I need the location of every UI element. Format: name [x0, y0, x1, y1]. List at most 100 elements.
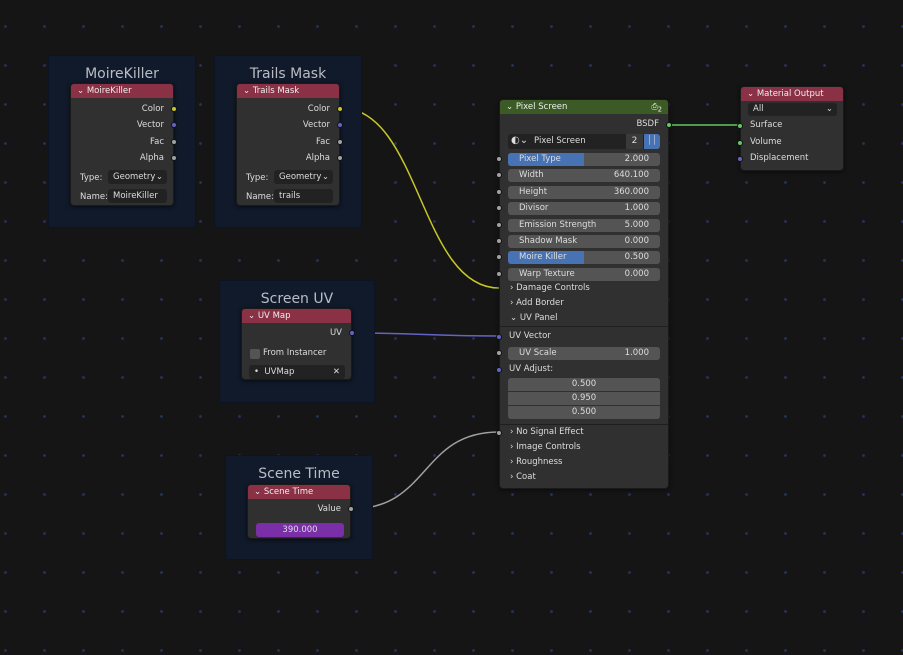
- input-socket[interactable]: [496, 254, 502, 261]
- socket-surface[interactable]: [737, 123, 743, 129]
- chevron-right-icon: ›: [510, 442, 514, 452]
- panel-uv-panel[interactable]: ⌄ UV Panel: [510, 313, 558, 323]
- socket-color[interactable]: [337, 106, 343, 112]
- user-count[interactable]: 2: [626, 134, 643, 149]
- input-socket[interactable]: [496, 270, 502, 277]
- socket-fac[interactable]: [337, 139, 343, 145]
- datablock-selector[interactable]: ◐⌄ Pixel Screen 2 ⏐⏐: [508, 134, 660, 149]
- name-input[interactable]: MoireKiller: [108, 189, 167, 203]
- name-input[interactable]: trails: [274, 189, 333, 203]
- panel-roughness[interactable]: › Roughness: [510, 457, 562, 467]
- node-pixel-screen[interactable]: ⌄ Pixel Screen⎙2 BSDF ◐⌄ Pixel Screen 2 …: [496, 99, 672, 489]
- uv-map-field[interactable]: • UVMap ✕: [249, 365, 345, 379]
- socket-uv[interactable]: [349, 330, 355, 336]
- panel-no-signal-effect[interactable]: › No Signal Effect: [510, 427, 584, 437]
- panel-damage-controls[interactable]: › Damage Controls: [510, 283, 590, 293]
- node-header[interactable]: ⌄ UV Map: [242, 309, 351, 323]
- node-trails-mask[interactable]: ⌄ Trails Mask Color Vector Fac Alpha Typ…: [236, 83, 343, 206]
- input-surface: Surface: [750, 120, 783, 130]
- divider: [500, 424, 668, 425]
- socket-uv-scale[interactable]: [496, 350, 502, 356]
- node-header[interactable]: ⌄ Trails Mask: [237, 84, 339, 98]
- from-instancer-label: From Instancer: [263, 348, 327, 358]
- target-dropdown[interactable]: All ⌄: [748, 103, 837, 116]
- datablock-name[interactable]: Pixel Screen: [534, 136, 586, 146]
- chevron-right-icon: ›: [510, 298, 514, 308]
- chevron-right-icon: ›: [510, 457, 514, 467]
- panel-label: Coat: [516, 472, 536, 482]
- node-header[interactable]: ⌄ Scene Time: [248, 485, 350, 499]
- from-instancer-checkbox[interactable]: [250, 349, 260, 359]
- node-header[interactable]: ⌄ MoireKiller: [71, 84, 173, 98]
- panel-add-border[interactable]: › Add Border: [510, 298, 564, 308]
- type-dropdown[interactable]: Geometry⌄: [274, 170, 333, 184]
- output-bsdf: BSDF: [636, 119, 659, 129]
- socket-vector[interactable]: [337, 122, 343, 128]
- chevron-right-icon: ›: [510, 472, 514, 482]
- uv-dot-icon: •: [254, 367, 260, 377]
- socket-displacement[interactable]: [737, 156, 743, 162]
- input-socket[interactable]: [496, 156, 502, 162]
- node-uv-map[interactable]: ⌄ UV Map UV From Instancer • UVMap✕: [241, 308, 355, 380]
- chevron-down-icon: ⌄: [321, 172, 329, 182]
- type-dropdown[interactable]: Geometry⌄: [108, 170, 167, 184]
- output-color: Color: [141, 104, 164, 114]
- uv-adjust-x[interactable]: 0.500: [508, 378, 660, 391]
- input-socket[interactable]: [496, 188, 502, 195]
- panel-image-controls[interactable]: › Image Controls: [510, 442, 581, 452]
- socket-no-signal[interactable]: [496, 430, 502, 436]
- input-socket[interactable]: [496, 238, 502, 244]
- uv-adjust-y[interactable]: 0.950: [508, 392, 660, 405]
- panel-label: Roughness: [516, 457, 563, 467]
- input-label: Shadow Mask: [519, 236, 578, 246]
- socket-alpha[interactable]: [337, 155, 343, 161]
- uv-vector-label: UV Vector: [509, 331, 551, 341]
- node-title: Material Output: [756, 89, 824, 99]
- socket-fac[interactable]: [171, 139, 177, 145]
- node-header[interactable]: ⌄ Material Output: [741, 87, 843, 101]
- node-title: Scene Time: [263, 487, 314, 497]
- input-socket[interactable]: [496, 205, 502, 212]
- socket-vector[interactable]: [171, 122, 177, 128]
- close-icon[interactable]: ✕: [332, 367, 340, 377]
- panel-coat[interactable]: › Coat: [510, 472, 536, 482]
- target-value: All: [753, 104, 764, 114]
- input-slider-divisor[interactable]: Divisor 1.000: [508, 202, 660, 216]
- node-material-output[interactable]: ⌄ Material Output All⌄ Surface Volume Di…: [737, 86, 844, 171]
- socket-alpha[interactable]: [171, 155, 177, 161]
- input-socket[interactable]: [496, 221, 502, 228]
- fake-user-icon[interactable]: ⏐⏐: [644, 134, 660, 149]
- socket-uv-vector[interactable]: [496, 334, 502, 340]
- socket-color[interactable]: [171, 106, 177, 112]
- node-tree-icon[interactable]: ◐⌄: [511, 135, 529, 146]
- node-moirekiller[interactable]: ⌄ MoireKiller Color Vector Fac Alpha Typ…: [70, 83, 177, 206]
- input-socket[interactable]: [496, 172, 502, 179]
- uv-adjust-z[interactable]: 0.500: [508, 406, 660, 419]
- node-header[interactable]: ⌄ Pixel Screen⎙2: [500, 100, 668, 114]
- panel-label: Damage Controls: [516, 283, 590, 293]
- type-label: Type:: [246, 173, 269, 183]
- socket-value[interactable]: [348, 506, 354, 512]
- input-displacement: Displacement: [750, 153, 809, 163]
- time-value-field[interactable]: 390.000: [256, 523, 344, 537]
- node-scene-time[interactable]: ⌄ Scene Time Value 390.000: [247, 484, 354, 539]
- input-value: 0.000: [624, 236, 649, 246]
- input-slider-shadow-mask[interactable]: Shadow Mask 0.000: [508, 235, 660, 248]
- frame-title: MoireKiller: [85, 66, 159, 82]
- name-label: Name:: [80, 192, 108, 202]
- input-label: Divisor: [519, 203, 549, 214]
- chevron-down-icon: ⌄: [825, 104, 833, 114]
- socket-volume[interactable]: [737, 140, 743, 146]
- socket-bsdf[interactable]: [666, 122, 672, 128]
- socket-uv-adjust[interactable]: [496, 367, 502, 373]
- input-value: 1.000: [624, 203, 649, 214]
- node-group-users-icon: ⎙2: [651, 102, 662, 114]
- uv-map-value: UVMap: [264, 367, 295, 377]
